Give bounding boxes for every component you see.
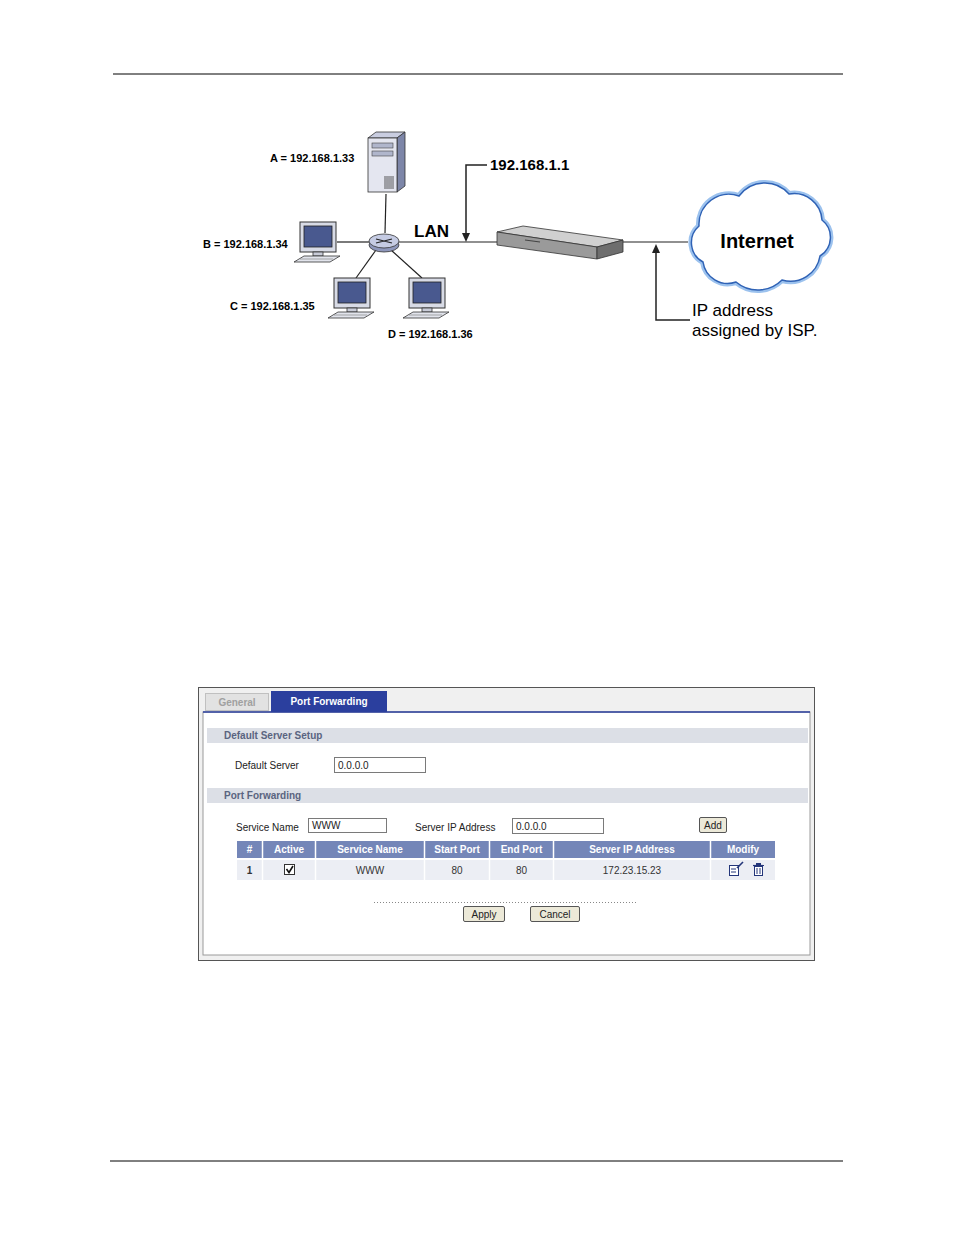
text: General bbox=[218, 697, 255, 708]
text: Service Name bbox=[236, 822, 299, 833]
internet-cloud bbox=[691, 183, 830, 290]
callout-label: IP address assigned by ISP. bbox=[692, 299, 834, 343]
table-header: Start Port bbox=[425, 841, 489, 858]
pc-icon bbox=[403, 278, 449, 318]
text: WWW bbox=[312, 820, 340, 831]
text: Start Port bbox=[434, 844, 480, 855]
pc-icon bbox=[294, 222, 340, 262]
text: Default Server Setup bbox=[224, 730, 322, 741]
cloud-label: Internet bbox=[705, 226, 809, 256]
pointer-arrow bbox=[462, 165, 487, 242]
footer-rule bbox=[110, 1161, 843, 1162]
select-box: WWW bbox=[308, 818, 387, 833]
text: IP address assigned by ISP. bbox=[692, 301, 834, 341]
text: End Port bbox=[501, 844, 543, 855]
text: 80 bbox=[451, 865, 462, 876]
text-input: 0.0.0.0 bbox=[512, 818, 604, 834]
network-wires bbox=[337, 194, 688, 278]
field-label: Service Name bbox=[236, 819, 307, 835]
text: 1 bbox=[247, 865, 253, 876]
text: Default Server bbox=[235, 760, 299, 771]
text: Apply bbox=[471, 909, 496, 920]
table-header: Active bbox=[263, 841, 315, 858]
button: Cancel bbox=[530, 906, 580, 922]
device-label: A = 192.168.1.33 bbox=[270, 150, 372, 165]
text: D = 192.168.1.36 bbox=[388, 328, 473, 340]
text: Port Forwarding bbox=[290, 696, 367, 707]
network-label: LAN bbox=[414, 221, 458, 242]
text-input: 0.0.0.0 bbox=[334, 757, 426, 773]
text: Service Name bbox=[337, 844, 403, 855]
text: B = 192.168.1.34 bbox=[203, 238, 288, 250]
button: Add bbox=[699, 817, 727, 833]
section-band: Port Forwarding bbox=[207, 788, 808, 803]
table-cell: 1 bbox=[237, 860, 262, 880]
device-label: B = 192.168.1.34 bbox=[203, 236, 305, 251]
server-icon bbox=[368, 132, 405, 192]
text: A = 192.168.1.33 bbox=[270, 152, 354, 164]
text: 80 bbox=[516, 865, 527, 876]
device-label: C = 192.168.1.35 bbox=[230, 298, 332, 313]
router-device bbox=[497, 226, 623, 259]
text: 172.23.15.23 bbox=[603, 865, 661, 876]
text: # bbox=[247, 844, 253, 855]
checkbox bbox=[285, 865, 295, 875]
tab: General bbox=[205, 693, 269, 711]
text: Port Forwarding bbox=[224, 790, 301, 801]
table-grid bbox=[237, 841, 775, 880]
section-band: Default Server Setup bbox=[207, 728, 808, 743]
text: WWW bbox=[356, 865, 384, 876]
text: Active bbox=[274, 844, 304, 855]
address-label: 192.168.1.1 bbox=[490, 155, 582, 174]
text: Cancel bbox=[539, 909, 570, 920]
edit-icon bbox=[730, 862, 744, 876]
text: Server IP Address bbox=[415, 822, 495, 833]
table-cell: 172.23.15.23 bbox=[554, 860, 710, 880]
table-header: End Port bbox=[490, 841, 553, 858]
button: Apply bbox=[463, 906, 505, 922]
table-cell: WWW bbox=[316, 860, 424, 880]
pointer-arrow bbox=[652, 244, 690, 320]
text: Internet bbox=[720, 230, 793, 253]
text: C = 192.168.1.35 bbox=[230, 300, 315, 312]
device-label: D = 192.168.1.36 bbox=[388, 326, 490, 341]
dotted-separator bbox=[374, 902, 636, 903]
table-header: Service Name bbox=[316, 841, 424, 858]
pc-icon bbox=[328, 278, 374, 318]
text: Add bbox=[704, 820, 722, 831]
table-header: # bbox=[237, 841, 262, 858]
table-header: Server IP Address bbox=[554, 841, 710, 858]
field-label: Default Server bbox=[235, 758, 329, 772]
text: Server IP Address bbox=[589, 844, 675, 855]
text: 192.168.1.1 bbox=[490, 156, 569, 173]
screenshot-frame bbox=[199, 688, 815, 961]
field-label: Server IP Address bbox=[415, 819, 511, 835]
switch-icon bbox=[369, 234, 399, 252]
text: 0.0.0.0 bbox=[516, 821, 547, 832]
table-cell: 80 bbox=[490, 860, 553, 880]
table-cell: 80 bbox=[425, 860, 489, 880]
table-header: Modify bbox=[711, 841, 775, 858]
text: Modify bbox=[727, 844, 759, 855]
header-rule bbox=[113, 74, 843, 75]
text: 0.0.0.0 bbox=[338, 760, 369, 771]
delete-icon bbox=[753, 863, 764, 876]
text: LAN bbox=[414, 222, 449, 242]
tab-active: Port Forwarding bbox=[271, 691, 387, 712]
